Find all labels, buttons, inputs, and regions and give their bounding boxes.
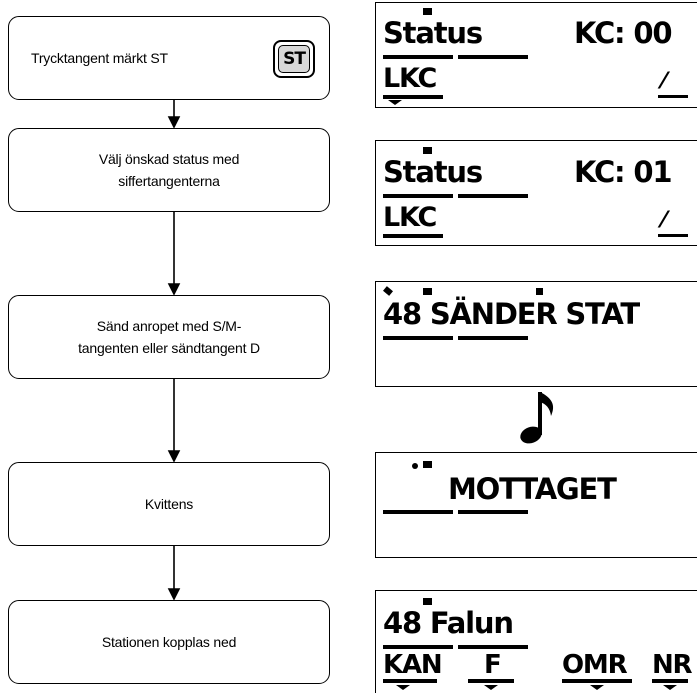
st-key-label: ST — [283, 49, 306, 69]
softkey-bar — [468, 679, 514, 683]
segment-bar — [383, 194, 453, 198]
antenna-signal-icon: ⁄ — [662, 69, 666, 94]
indicator-m — [423, 598, 432, 605]
indicator-m — [423, 461, 432, 468]
arrowhead-2 — [167, 283, 181, 296]
music-note-icon — [520, 392, 554, 444]
lcd-display-5: 48 Falun KAN F OMR NR — [375, 590, 697, 693]
softkey-indicator — [663, 685, 677, 690]
signal-underline — [658, 234, 688, 237]
signal-underline — [658, 95, 688, 98]
indicator-m — [423, 288, 432, 295]
step-box-2: Välj önskad status med siffertangenterna — [8, 128, 330, 212]
lcd-display-2: Status KC: 01 LKC ⁄ — [375, 140, 697, 246]
step-1-text: Trycktangent märkt ST — [31, 50, 168, 66]
antenna-signal-icon: ⁄ — [662, 208, 666, 233]
softkey-f[interactable]: F — [484, 650, 502, 680]
segment-bar — [383, 510, 453, 514]
segment-bar — [458, 55, 528, 59]
indicator-arrow — [383, 286, 393, 296]
softkey-nr[interactable]: NR — [652, 650, 693, 680]
softkey-bar — [562, 679, 632, 683]
indicator-m — [423, 147, 432, 154]
step-box-4: Kvittens — [8, 462, 330, 546]
segment-bar — [383, 336, 453, 340]
segment-bar — [458, 194, 528, 198]
step-box-5: Stationen kopplas ned — [8, 600, 330, 684]
display-2-line1-right: KC: 01 — [574, 155, 673, 189]
softkey-bar — [383, 234, 443, 238]
step-5-text: Stationen kopplas ned — [101, 634, 237, 650]
st-key-icon: ST — [273, 40, 315, 78]
step-box-3: Sänd anropet med S/M- tangenten eller sä… — [8, 295, 330, 379]
softkey-indicator — [484, 685, 498, 690]
display-1-line1-left: Status — [383, 16, 483, 50]
display-1-line1-right: KC: 00 — [574, 16, 673, 50]
lcd-display-4: MOTTAGET — [375, 452, 697, 558]
display-2-line1-left: Status — [383, 155, 483, 189]
display-4-line1: MOTTAGET — [448, 472, 617, 506]
indicator-m — [423, 8, 432, 15]
step-4-text: Kvittens — [144, 496, 194, 512]
segment-bar — [458, 645, 528, 649]
softkey-indicator — [388, 100, 402, 105]
softkey-bar — [383, 679, 437, 683]
softkey-bar — [383, 95, 443, 99]
softkey-bar — [652, 679, 688, 683]
step-3-text: Sänd anropet med S/M- tangenten eller sä… — [78, 318, 260, 356]
segment-bar — [458, 510, 528, 514]
display-5-line1: 48 Falun — [383, 606, 514, 640]
display-3-line1: 48 SÄNDER STAT — [383, 297, 640, 331]
lcd-display-3: 48 SÄNDER STAT — [375, 281, 697, 387]
softkey-kan[interactable]: KAN — [383, 650, 443, 680]
segment-bar — [383, 645, 453, 649]
softkey-indicator — [396, 685, 410, 690]
indicator-dot — [412, 463, 418, 469]
arrowhead-3 — [167, 450, 181, 463]
arrowhead-1 — [167, 116, 181, 129]
segment-bar — [458, 336, 528, 340]
step-box-1: Trycktangent märkt ST ST — [8, 16, 330, 100]
softkey-indicator — [590, 685, 604, 690]
softkey-omr[interactable]: OMR — [562, 650, 628, 680]
step-2-text: Välj önskad status med siffertangenterna — [98, 151, 240, 189]
display-1-line2-left: LKC — [383, 63, 437, 94]
lcd-display-1: Status KC: 00 LKC ⁄ — [375, 2, 697, 108]
indicator-s — [536, 288, 543, 295]
segment-bar — [383, 55, 453, 59]
display-2-line2-left: LKC — [383, 202, 437, 233]
arrowhead-4 — [167, 588, 181, 601]
